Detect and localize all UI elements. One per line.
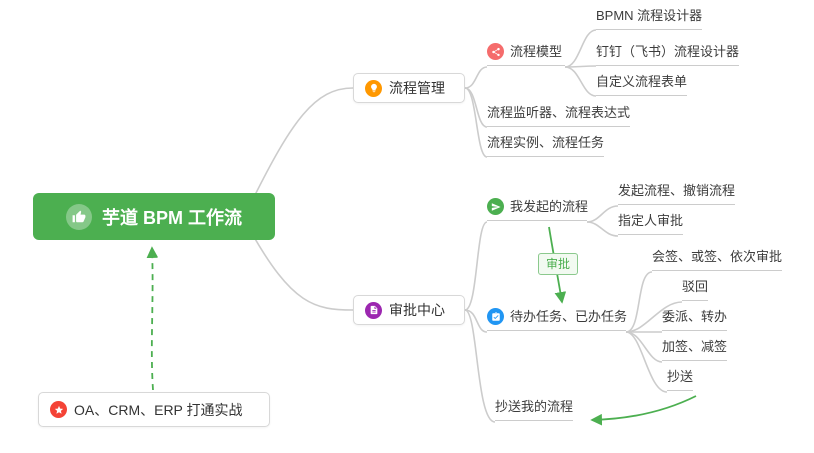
node-oa-crm-erp-integration[interactable]: OA、CRM、ERP 打通实战 — [38, 392, 270, 427]
node-cc[interactable]: 抄送 — [667, 368, 694, 391]
relation-label-text: 审批 — [546, 257, 571, 271]
root-node-label: 芋道 BPM 工作流 — [101, 207, 242, 228]
node-label: 加签、减签 — [662, 339, 728, 354]
node-label: 会签、或签、依次审批 — [652, 249, 783, 264]
node-label: 待办任务、已办任务 — [510, 309, 628, 324]
node-reject[interactable]: 驳回 — [682, 278, 709, 301]
node-delegate-transfer[interactable]: 委派、转办 — [662, 308, 728, 331]
node-approval-center[interactable]: 审批中心 — [353, 295, 465, 325]
node-label: 我发起的流程 — [510, 199, 589, 214]
node-label: 流程实例、流程任务 — [487, 135, 605, 150]
node-bpmn-designer[interactable]: BPMN 流程设计器 — [596, 7, 703, 30]
node-label: 钉钉（飞书）流程设计器 — [596, 44, 740, 59]
branch-lines — [249, 29, 683, 423]
relation-arrow-oa-to-root — [146, 246, 159, 391]
node-countersign-modes[interactable]: 会签、或签、依次审批 — [652, 248, 783, 271]
lightbulb-icon — [365, 79, 382, 97]
node-add-remove-sign[interactable]: 加签、减签 — [662, 338, 728, 361]
node-process-management[interactable]: 流程管理 — [353, 73, 465, 103]
node-dingtalk-designer[interactable]: 钉钉（飞书）流程设计器 — [596, 43, 740, 66]
flow-model-icon — [487, 43, 504, 60]
node-label: 流程管理 — [389, 80, 445, 96]
node-process-model[interactable]: 流程模型 — [487, 43, 565, 66]
root-node[interactable]: 芋道 BPM 工作流 — [33, 193, 275, 240]
node-todo-done-tasks[interactable]: 待办任务、已办任务 — [487, 308, 628, 331]
node-label: OA、CRM、ERP 打通实战 — [74, 401, 243, 418]
node-label: 驳回 — [682, 279, 709, 294]
thumbs-up-icon — [65, 203, 92, 230]
document-icon — [365, 301, 382, 319]
node-label: 审批中心 — [389, 302, 445, 318]
send-icon — [487, 198, 504, 215]
node-label: 流程监听器、流程表达式 — [487, 105, 631, 120]
node-my-initiated-process[interactable]: 我发起的流程 — [487, 198, 589, 221]
node-label: 抄送 — [667, 369, 694, 384]
node-custom-form[interactable]: 自定义流程表单 — [596, 73, 688, 96]
node-initiate-revoke-process[interactable]: 发起流程、撤销流程 — [618, 182, 736, 205]
node-label: 流程模型 — [510, 44, 563, 59]
relation-arrow-cc-flow — [590, 395, 697, 426]
node-label: 委派、转办 — [662, 309, 728, 324]
relation-label-approval: 审批 — [538, 253, 579, 275]
tasks-icon — [487, 308, 504, 325]
node-label: BPMN 流程设计器 — [596, 8, 703, 23]
node-assigned-approver[interactable]: 指定人审批 — [618, 212, 684, 235]
node-label: 指定人审批 — [618, 213, 684, 228]
node-label: 发起流程、撤销流程 — [618, 183, 736, 198]
node-label: 抄送我的流程 — [495, 399, 574, 414]
node-cc-my-process[interactable]: 抄送我的流程 — [495, 398, 574, 421]
node-process-instance[interactable]: 流程实例、流程任务 — [487, 134, 605, 157]
star-icon — [50, 401, 67, 418]
node-label: 自定义流程表单 — [596, 74, 688, 89]
node-process-listener[interactable]: 流程监听器、流程表达式 — [487, 104, 631, 127]
